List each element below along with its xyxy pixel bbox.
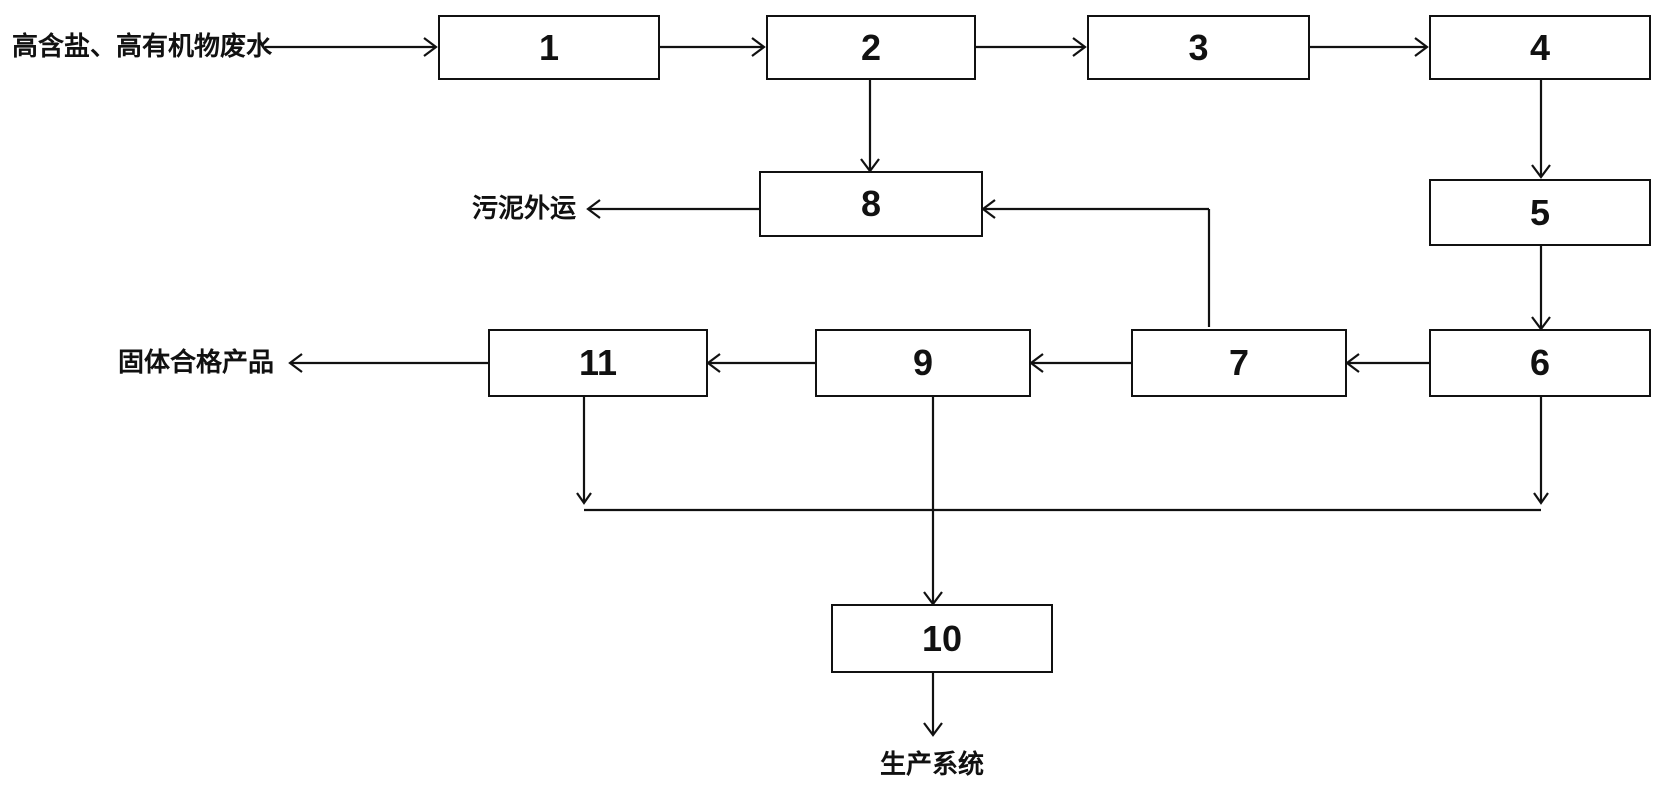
- product-label: 固体合格产品: [118, 348, 275, 378]
- arrowhead-input-to-1: [423, 37, 438, 57]
- node-3: 3: [1087, 15, 1310, 80]
- system-label: 生产系统: [880, 750, 985, 780]
- arrowhead-10-to-system: [923, 722, 943, 737]
- arrowhead-2-to-3: [1072, 37, 1087, 57]
- arrowhead-9-to-11: [706, 353, 721, 373]
- node-9: 9: [815, 329, 1031, 397]
- node-11: 11: [488, 329, 708, 397]
- node-7: 7: [1131, 329, 1347, 397]
- node-5: 5: [1429, 179, 1651, 246]
- arrowhead-8-to-sludge: [586, 199, 601, 219]
- arrowhead-7-to-9: [1029, 353, 1044, 373]
- node-1: 1: [438, 15, 660, 80]
- arrowhead-11-to-product: [288, 353, 303, 373]
- node-2: 2: [766, 15, 976, 80]
- node-4: 4: [1429, 15, 1651, 80]
- node-8: 8: [759, 171, 983, 237]
- arrowhead-1-to-2: [751, 37, 766, 57]
- node-6: 6: [1429, 329, 1651, 397]
- arrowhead-4-to-5: [1531, 164, 1551, 179]
- node-10: 10: [831, 604, 1053, 673]
- arrowhead-11-down: [576, 492, 592, 505]
- arrowhead-7-to-8: [981, 199, 996, 219]
- arrowhead-6-down: [1533, 492, 1549, 505]
- sludge-label: 污泥外运: [472, 194, 577, 224]
- arrowhead-3-to-4: [1414, 37, 1429, 57]
- arrowhead-6-to-7: [1345, 353, 1360, 373]
- input-label: 高含盐、高有机物废水: [12, 32, 273, 62]
